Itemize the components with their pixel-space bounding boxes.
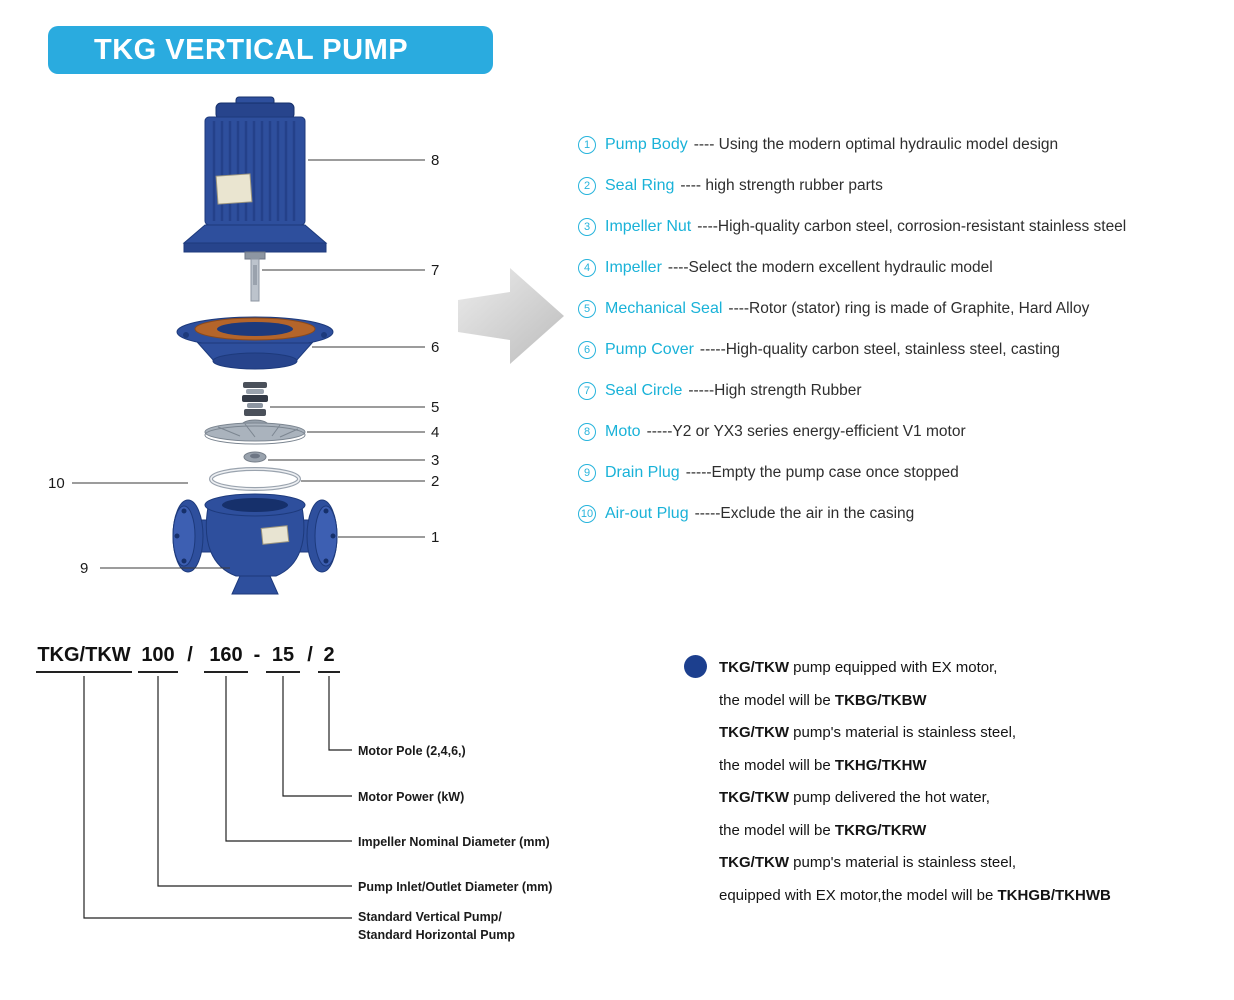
note-line: equipped with EX motor,the model will be… [719, 886, 1111, 904]
part-number-badge: 5 [578, 299, 596, 318]
callout-number: 6 [431, 339, 439, 356]
callout-number: 2 [431, 473, 439, 490]
parts-list-item: 9 Drain Plug -----Empty the pump case on… [578, 452, 1234, 493]
model-code-label-diameter: Pump Inlet/Outlet Diameter (mm) [358, 880, 553, 894]
callout-number: 9 [80, 560, 88, 577]
model-code-label-power: Motor Power (kW) [358, 790, 465, 804]
page-title: TKG VERTICAL PUMP [94, 33, 409, 66]
part-name: Seal Circle [605, 381, 683, 399]
model-code-separator: - [253, 644, 261, 666]
pump-exploded-diagram: 8 7 6 5 4 3 2 1 10 9 [48, 96, 439, 595]
pump-body-illustration [172, 493, 338, 595]
part-number-badge: 9 [578, 463, 596, 482]
parts-list-item: 8 Moto -----Y2 or YX3 series energy-effi… [578, 411, 1234, 452]
part-description: -----Exclude the air in the casing [694, 504, 915, 522]
arrow-icon [458, 268, 564, 364]
part-name: Seal Ring [605, 176, 675, 194]
part-name: Pump Body [605, 135, 688, 153]
model-code-separator: / [187, 644, 193, 666]
model-code-diameter: 100 [138, 644, 178, 673]
callout-number: 10 [48, 475, 65, 492]
model-code-separator: / [307, 644, 313, 666]
mechanical-seal-illustration [242, 382, 268, 416]
note-line: the model will be TKBG/TKBW [719, 691, 927, 709]
note-line: TKG/TKW pump's material is stainless ste… [719, 724, 1017, 741]
part-name: Impeller [605, 258, 662, 276]
parts-list-item: 3 Impeller Nut ----High-quality carbon s… [578, 206, 1234, 247]
parts-list-item: 6 Pump Cover -----High-quality carbon st… [578, 329, 1234, 370]
title-banner: TKG VERTICAL PUMP [48, 26, 493, 74]
part-number-badge: 2 [578, 176, 596, 195]
callout-numbers: 8 7 6 5 4 3 2 1 10 9 [48, 152, 439, 577]
part-description: ----High-quality carbon steel, corrosion… [697, 217, 1127, 235]
part-number-badge: 7 [578, 381, 596, 400]
note-line: TKG/TKW pump equipped with EX motor, [719, 659, 998, 676]
parts-list-item: 4 Impeller ----Select the modern excelle… [578, 247, 1234, 288]
model-code-label-impeller: Impeller Nominal Diameter (mm) [358, 835, 550, 849]
part-number-badge: 6 [578, 340, 596, 359]
impeller-nut-illustration [243, 451, 267, 463]
model-code: TKG/TKW 100 / 160 - 15 / 2 [0, 644, 680, 684]
callout-number: 1 [431, 529, 439, 546]
model-code-impeller: 160 [204, 644, 248, 673]
part-name: Impeller Nut [605, 217, 692, 235]
part-name: Moto [605, 422, 641, 440]
model-code-label-pole: Motor Pole (2,4,6,) [358, 744, 466, 758]
part-description: -----High strength Rubber [688, 381, 862, 399]
part-description: ---- Using the modern optimal hydraulic … [693, 135, 1059, 153]
callout-number: 5 [431, 399, 439, 416]
part-name: Pump Cover [605, 340, 694, 358]
parts-list-item: 1 Pump Body ---- Using the modern optima… [578, 124, 1234, 165]
note-line: the model will be TKHG/TKHW [719, 756, 927, 774]
part-description: -----Empty the pump case once stopped [685, 463, 959, 481]
pump-cover-illustration [176, 316, 334, 370]
model-code-pole: 2 [318, 644, 340, 673]
part-description: ---- high strength rubber parts [680, 176, 883, 194]
part-name: Mechanical Seal [605, 299, 723, 317]
model-code-tree-lines [83, 676, 352, 919]
part-number-badge: 8 [578, 422, 596, 441]
part-description: ----Select the modern excellent hydrauli… [667, 258, 993, 276]
bullet-icon [684, 655, 707, 678]
motor-illustration [182, 96, 328, 253]
part-description: -----High-quality carbon steel, stainles… [699, 340, 1061, 358]
callout-number: 4 [431, 424, 439, 441]
parts-list-item: 10 Air-out Plug -----Exclude the air in … [578, 493, 1234, 534]
model-code-label-series-1: Standard Vertical Pump/ [358, 910, 502, 924]
part-name: Air-out Plug [605, 504, 689, 522]
callout-lines [72, 159, 425, 569]
seal-ring-illustration [209, 467, 301, 491]
parts-list: 1 Pump Body ---- Using the modern optima… [578, 124, 1234, 534]
part-number-badge: 10 [578, 504, 596, 523]
callout-number: 8 [431, 152, 439, 169]
part-number-badge: 1 [578, 135, 596, 154]
parts-list-item: 2 Seal Ring ---- high strength rubber pa… [578, 165, 1234, 206]
parts-list-item: 5 Mechanical Seal ----Rotor (stator) rin… [578, 288, 1234, 329]
part-number-badge: 3 [578, 217, 596, 236]
notes-section: TKG/TKW pump equipped with EX motor, the… [684, 652, 1204, 912]
notes-text-column: TKG/TKW pump equipped with EX motor, the… [719, 652, 1111, 912]
callout-number: 7 [431, 262, 439, 279]
impeller-illustration [204, 419, 306, 445]
part-description: -----Y2 or YX3 series energy-efficient V… [646, 422, 966, 440]
note-line: the model will be TKRG/TKRW [719, 821, 927, 839]
part-number-badge: 4 [578, 258, 596, 277]
part-description: ----Rotor (stator) ring is made of Graph… [728, 299, 1090, 317]
callout-number: 3 [431, 452, 439, 469]
part-name: Drain Plug [605, 463, 680, 481]
model-code-label-series-2: Standard Horizontal Pump [358, 928, 515, 942]
note-line: TKG/TKW pump's material is stainless ste… [719, 854, 1017, 871]
parts-list-item: 7 Seal Circle -----High strength Rubber [578, 370, 1234, 411]
shaft-illustration [244, 251, 266, 302]
model-code-series: TKG/TKW [36, 644, 132, 673]
model-code-power: 15 [266, 644, 300, 673]
note-line: TKG/TKW pump delivered the hot water, [719, 789, 990, 806]
